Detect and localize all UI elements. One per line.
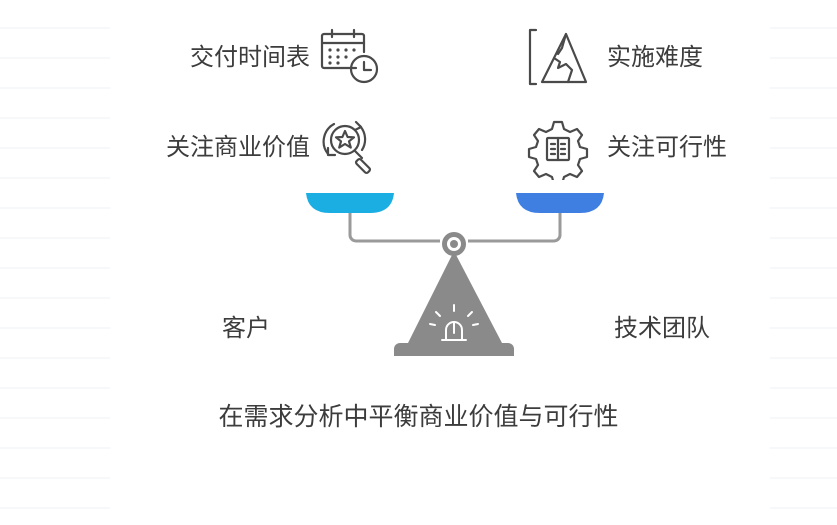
tech-team-label: 技术团队 (614, 314, 710, 342)
scale-base (394, 343, 514, 356)
left-scale-pan (306, 193, 394, 213)
right-scale-pan (516, 193, 604, 213)
feasibility-label: 关注可行性 (607, 133, 727, 161)
mountain-icon (528, 28, 588, 86)
star-search-icon (322, 120, 372, 175)
left-beam-arm (348, 195, 440, 243)
balance-scale (306, 193, 604, 356)
business-value-label: 关注商业价值 (166, 133, 310, 161)
gear-document-icon (527, 120, 589, 180)
beacon-icon (429, 304, 479, 341)
scale-stand (408, 251, 502, 343)
customer-label: 客户 (222, 314, 270, 342)
diagram-caption: 在需求分析中平衡商业价值与可行性 (218, 402, 619, 431)
delivery-schedule-label: 交付时间表 (190, 43, 310, 71)
right-beam-arm (468, 195, 562, 243)
calendar-clock-icon (320, 28, 379, 84)
implementation-difficulty-label: 实施难度 (607, 43, 703, 71)
